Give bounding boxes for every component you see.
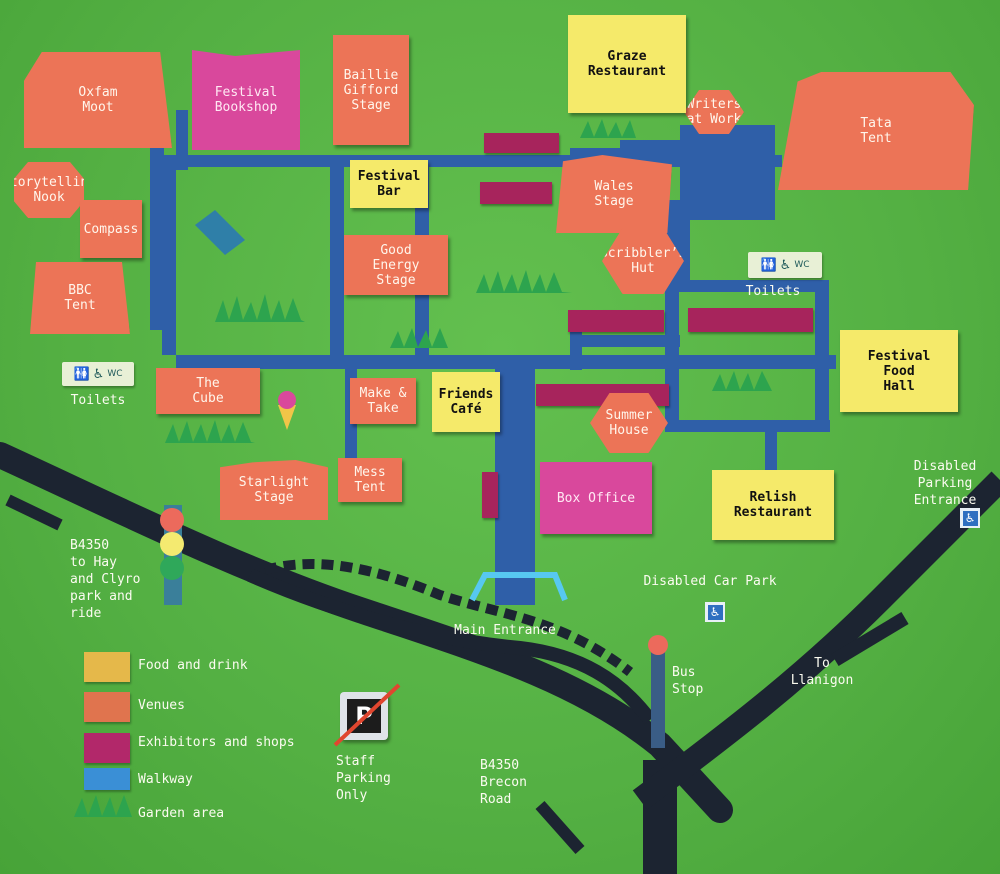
venue-wales-stage[interactable]: Wales Stage: [556, 155, 672, 233]
bus-stop-icon: [648, 635, 668, 748]
road-bus-loop: [247, 568, 656, 725]
toilets-left-label: Toilets: [70, 393, 126, 408]
wc-label: WC: [794, 260, 810, 270]
wheelchair-icon: ♿: [779, 257, 792, 273]
garden-area-2: [476, 270, 572, 293]
shop-festival-bookshop[interactable]: Festival Bookshop: [192, 50, 300, 150]
toilet-icon: 🚻: [73, 366, 90, 382]
venue-tata-tent[interactable]: Tata Tent: [778, 72, 974, 190]
venue-oxfam-moot[interactable]: Oxfam Moot: [24, 52, 172, 148]
venue-storytelling-nook[interactable]: Storytelling Nook: [14, 162, 84, 218]
garden-area-6: [712, 371, 772, 391]
main-entrance-arch: [469, 572, 568, 602]
garden-area-3: [580, 119, 636, 138]
ice-cream-icon: [278, 391, 296, 430]
garden-area-1: [215, 294, 305, 322]
exhibitor-stand-6: [482, 472, 498, 518]
venue-scribblers-hut[interactable]: Scribbler’s Hut: [602, 228, 684, 294]
disabled-car-park-label: Disabled Car Park: [643, 574, 777, 589]
road-spur-brecon: [535, 801, 585, 854]
venue-good-energy-stage[interactable]: Good Energy Stage: [344, 235, 448, 295]
venue-make-and-take[interactable]: Make & Take: [350, 378, 416, 424]
legend-swatch-venues: [84, 692, 130, 722]
legend-label-food: Food and drink: [138, 658, 248, 673]
venue-baillie-gifford-stage[interactable]: Baillie Gifford Stage: [333, 35, 409, 145]
main-entrance-label[interactable]: Main Entrance: [454, 623, 556, 638]
toilets-right-label: Toilets: [745, 284, 801, 299]
bus-stop-label: Bus Stop: [672, 665, 704, 697]
road-spur-west: [5, 494, 63, 531]
legend-label-venues: Venues: [138, 698, 185, 713]
venue-writers-at-work[interactable]: Writers at Work: [684, 90, 744, 134]
bench-icon: [195, 210, 245, 255]
disabled-parking-entrance-sign: ♿: [960, 508, 980, 528]
venue-mess-tent[interactable]: Mess Tent: [338, 458, 402, 502]
road-label-b4350-brecon: B4350 Brecon Road: [480, 758, 527, 807]
toilet-icon: 🚻: [760, 257, 777, 273]
road-label-b4350-hay: B4350 to Hay and Clyro park and ride: [70, 538, 141, 621]
disabled-car-park-sign: ♿: [705, 602, 725, 622]
wc-label: WC: [107, 369, 123, 379]
exhibitor-stand-3: [568, 310, 664, 332]
legend-label-walkway: Walkway: [138, 772, 193, 787]
staff-parking-label: Staff Parking Only: [336, 754, 391, 803]
legend-swatch-food: [84, 652, 130, 682]
traffic-light-icon: [160, 505, 184, 605]
footpath-dashed: [263, 559, 634, 676]
food-festival-bar[interactable]: Festival Bar: [350, 160, 428, 208]
legend-label-garden: Garden area: [138, 806, 225, 821]
legend-swatch-exhibitors: [84, 733, 130, 763]
food-relish-restaurant[interactable]: Relish Restaurant: [712, 470, 834, 540]
food-friends-cafe[interactable]: Friends Café: [432, 372, 500, 432]
legend-swatch-garden: [74, 795, 132, 817]
food-graze-restaurant[interactable]: Graze Restaurant: [568, 15, 686, 113]
toilet-sign-right: 🚻 ♿ WC: [748, 252, 822, 278]
food-festival-food-hall[interactable]: Festival Food Hall: [840, 330, 958, 412]
venue-bbc-tent[interactable]: BBC Tent: [30, 262, 130, 334]
venue-summer-house[interactable]: Summer House: [590, 393, 668, 453]
wheelchair-icon: ♿: [92, 366, 105, 382]
no-parking-slash: [333, 683, 401, 747]
wheelchair-icon: ♿: [962, 510, 978, 526]
venue-starlight-stage[interactable]: Starlight Stage: [220, 460, 328, 520]
shop-box-office[interactable]: Box Office: [540, 462, 652, 534]
exhibitor-stand-2: [480, 182, 552, 204]
venue-the-cube[interactable]: The Cube: [156, 368, 260, 414]
road-label-to-llanigon: To Llanigon: [790, 656, 854, 688]
garden-area-5: [165, 420, 255, 443]
toilet-sign-left: 🚻 ♿ WC: [62, 362, 134, 386]
venue-compass[interactable]: Compass: [80, 200, 142, 258]
disabled-parking-entrance-label: Disabled Parking Entrance: [913, 459, 977, 508]
legend-swatch-walkway: [84, 768, 130, 790]
road-spur-llanigon: [831, 611, 909, 667]
legend-label-exhibitors: Exhibitors and shops: [138, 735, 295, 750]
garden-area-4: [390, 328, 448, 348]
wheelchair-icon: ♿: [707, 604, 723, 620]
exhibitor-stand-1: [484, 133, 559, 153]
exhibitor-stand-4: [688, 308, 813, 332]
